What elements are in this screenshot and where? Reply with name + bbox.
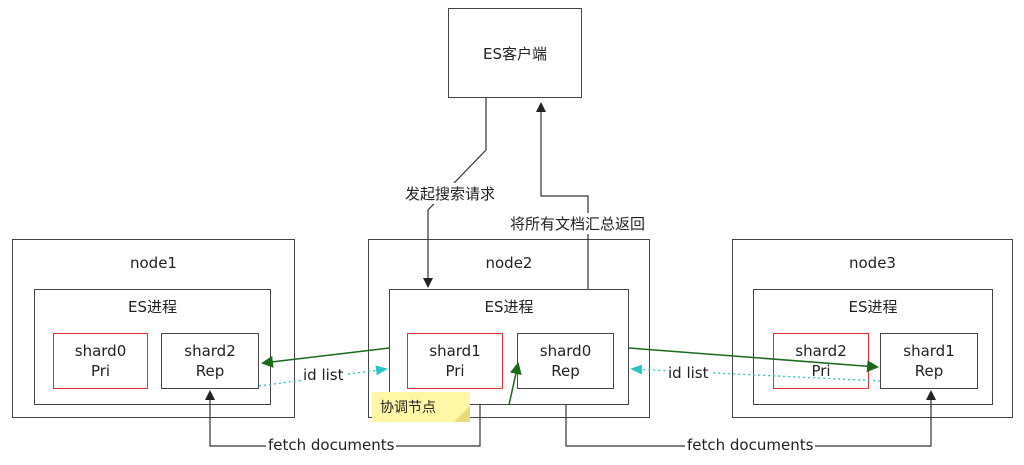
- id-list-right-label: id list: [666, 364, 711, 382]
- node1-process-title: ES进程: [128, 298, 177, 316]
- return-docs-arrow: [536, 102, 589, 289]
- shard-name: shard1: [903, 342, 955, 360]
- id-list-left-arrow: [258, 365, 388, 387]
- query-to-node3-arrow: [628, 347, 879, 373]
- query-to-local-replica-arrow: [508, 362, 522, 406]
- node3-shard-replica: shard1 Rep: [880, 333, 978, 389]
- fetch-right-label: fetch documents: [685, 436, 816, 454]
- search-request-arrow: [423, 98, 487, 288]
- node3-title: node3: [849, 254, 896, 272]
- shard-name: shard2: [184, 342, 236, 360]
- node2-process-title: ES进程: [484, 298, 534, 316]
- shard-role: Pri: [445, 362, 465, 380]
- fetch-left-label: fetch documents: [266, 436, 397, 454]
- es-client-label: ES客户端: [483, 44, 547, 63]
- shard-role: Pri: [90, 362, 111, 380]
- node1-title: node1: [130, 254, 177, 272]
- coordinating-node-label: 协调节点: [380, 400, 436, 416]
- node2-shard-primary: shard1 Pri: [407, 333, 503, 389]
- node2-shard-replica: shard0 Rep: [517, 333, 614, 389]
- shard-role: Rep: [551, 362, 580, 380]
- shard-name: shard1: [429, 342, 481, 360]
- node1-shard-primary: shard0 Pri: [53, 333, 148, 389]
- node3-process-title: ES进程: [848, 298, 898, 316]
- shard-role: Rep: [914, 362, 944, 380]
- es-client-box: ES客户端: [448, 8, 582, 98]
- node2-title: node2: [485, 254, 533, 272]
- return-docs-label: 将所有文档汇总返回: [508, 213, 648, 234]
- shard-role: Pri: [811, 362, 831, 380]
- shard-name: shard0: [74, 342, 127, 360]
- id-list-left-label: id list: [301, 366, 346, 384]
- node1-shard-replica: shard2 Rep: [161, 333, 259, 389]
- query-to-node1-arrow: [261, 347, 390, 368]
- shard-name: shard0: [539, 342, 592, 360]
- shard-role: Rep: [195, 362, 225, 380]
- search-request-label: 发起搜索请求: [403, 183, 498, 204]
- shard-name: shard2: [795, 342, 847, 360]
- coordinating-node-note: 协调节点: [372, 392, 470, 422]
- note-fold-corner: [454, 406, 470, 422]
